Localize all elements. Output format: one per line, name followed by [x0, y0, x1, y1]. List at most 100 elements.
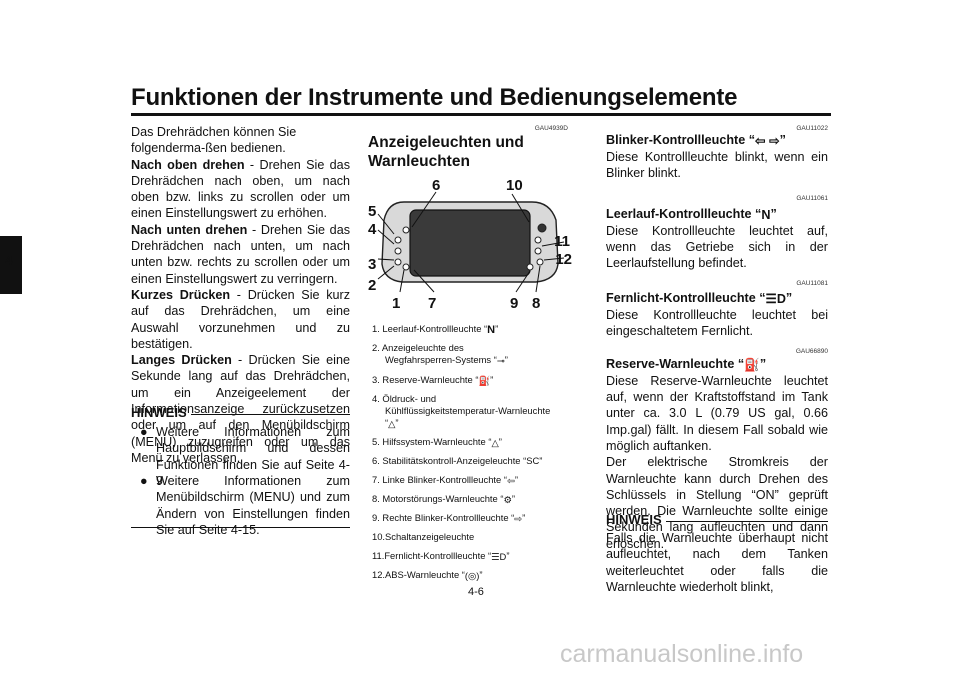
lamp [402, 263, 410, 271]
key-icon: ⊸ [496, 354, 505, 366]
lamp [402, 226, 410, 234]
section-body: Der elektrische Stromkreis der Warnleuch… [606, 455, 828, 551]
item-term: Langes Drücken [131, 353, 232, 368]
cluster-screen [409, 209, 531, 277]
turn-signal-icon: ⇦ ⇨ [755, 133, 780, 148]
section-body: Diese Reserve-Warnleuchte leuchtet auf, … [606, 373, 828, 453]
lamp [394, 247, 402, 255]
section-title: Anzeigeleuchten und Warnleuchten [368, 133, 524, 171]
code-label: GAU11081 [796, 280, 828, 287]
legend-item-10: 10.Schaltanzeigeleuchte [372, 531, 475, 542]
callout-12: 12 [555, 251, 572, 268]
lamp [526, 263, 534, 271]
watermark-url: carmanualsonline.info [560, 640, 804, 668]
fuel-pump-icon: ⛽ [744, 357, 760, 372]
legend-item-12: 12.ABS-Warnleuchte “(◎)” [372, 569, 483, 581]
neutral-icon: N [487, 323, 496, 336]
page-number: 4-6 [468, 586, 484, 598]
lamp [537, 223, 547, 233]
item-down: Nach unten drehen - Drehen Sie das Drehr… [131, 222, 350, 287]
section-heading: Reserve-Warnleuchte “ [606, 357, 745, 371]
section-heading: Leerlauf-Kontrollleuchte “ [606, 207, 762, 221]
title-rule [131, 113, 831, 116]
hinweis-bullet-1: Weitere Informationen zum Hauptbildschir… [156, 425, 350, 488]
chapter-number: 4 [5, 252, 13, 268]
section-body: Diese Kontrollleuchte leuchtet bei einge… [606, 307, 828, 339]
callout-8: 8 [532, 295, 540, 312]
bullet-icon: ● [140, 425, 148, 439]
hinweis-rule-left [191, 414, 350, 415]
hinweis-text-right: Falls die Warnleuchte überhaupt nicht au… [606, 531, 828, 594]
warning-triangle-icon: △ [388, 417, 396, 429]
item-term: Kurzes Drücken [131, 287, 231, 302]
legend-item-2b: Wegfahrsperren-Systems “⊸” [385, 354, 508, 366]
warning-triangle-icon: △ [491, 436, 499, 448]
fuel-pump-icon: ⛽ [478, 374, 491, 386]
code-label: GAU4939D [534, 125, 568, 132]
item-text: - Drücken Sie eine Sekunde lang auf das … [131, 353, 350, 465]
section-heading: Fernlicht-Kontrollleuchte “ [606, 291, 766, 305]
lamp [394, 236, 402, 244]
section-high-beam: Fernlicht-Kontrollleuchte “☰D” Diese Kon… [606, 291, 828, 339]
legend-item-7: 7. Linke Blinker-Kontrollleuchte “⇦” [372, 474, 518, 486]
section-body: Diese Kontrollleuchte blinkt, wenn ein B… [606, 149, 828, 181]
section-reserve: Reserve-Warnleuchte “⛽” Diese Reserve-Wa… [606, 357, 828, 551]
left-column: Das Drehrädchen können Sie folgenderma-ß… [131, 124, 350, 466]
section-title-line: Anzeigeleuchten und [368, 134, 524, 151]
code-label: GAU11061 [796, 195, 828, 202]
arrow-right-icon: ⇨ [514, 512, 523, 524]
lamp [536, 258, 544, 266]
legend-item-4b: Kühlflüssigkeitstemperatur-Warnleuchte [385, 405, 551, 416]
legend-item-5: 5. Hilfssystem-Warnleuchte “△” [372, 436, 502, 448]
legend-item-4: 4. Öldruck- und [372, 393, 437, 404]
hinweis-title-left: HINWEIS [131, 405, 187, 420]
callout-2: 2 [368, 277, 376, 294]
item-text: - Drehen Sie das Drehrädchen nach unten,… [131, 222, 350, 286]
item-long: Langes Drücken - Drücken Sie eine Sekund… [131, 352, 350, 466]
chapter-tab [0, 236, 22, 294]
callout-7: 7 [428, 295, 436, 312]
item-short: Kurzes Drücken - Drücken Sie kurz auf da… [131, 287, 350, 352]
section-blinker: Blinker-Kontrollleuchte “⇦ ⇨” Diese Kont… [606, 133, 828, 181]
code-label: GAU66890 [795, 348, 828, 355]
callout-11: 11 [554, 233, 570, 250]
diagram-legend: 1. Leerlauf-Kontrollleuchte “N” 2. Anzei… [372, 323, 582, 588]
callout-5: 5 [368, 203, 376, 220]
section-heading: Blinker-Kontrollleuchte “ [606, 133, 756, 147]
legend-item-1: 1. Leerlauf-Kontrollleuchte “N” [372, 323, 499, 336]
item-term: Nach unten drehen [131, 222, 248, 237]
code-label: GAU11022 [796, 125, 828, 132]
leader-lines [377, 191, 565, 293]
item-text: - Drücken Sie kurz auf das Drehrädchen, … [131, 287, 350, 351]
legend-item-3: 3. Reserve-Warnleuchte “⛽” [372, 374, 494, 386]
hinweis-rule-right [666, 521, 828, 522]
legend-item-4c: “△” [385, 417, 399, 429]
legend-item-6: 6. Stabilitätskontroll-Anzeigeleuchte “S… [372, 455, 543, 466]
callout-9: 9 [510, 295, 518, 312]
hinweis-title-right: HINWEIS [606, 512, 662, 527]
page-title: Funktionen der Instrumente und Bedienung… [131, 84, 738, 111]
lamp [534, 236, 542, 244]
bullet-icon: ● [140, 474, 148, 488]
legend-item-2: 2. Anzeigeleuchte des [372, 342, 464, 353]
item-text: - Drehen Sie das Drehrädchen nach oben, … [131, 157, 350, 221]
lamp [534, 247, 542, 255]
arrow-left-icon: ⇦ [506, 474, 515, 486]
legend-item-9: 9. Rechte Blinker-Kontrollleuchte “⇨” [372, 512, 526, 524]
legend-item-11: 11.Fernlicht-Kontrollleuchte “☰D” [372, 550, 510, 562]
callout-6: 6 [432, 177, 440, 194]
section-body: Diese Kontrollleuchte leuchtet auf, wenn… [606, 223, 828, 271]
intro-text: Das Drehrädchen können Sie folgenderma-ß… [131, 125, 297, 156]
high-beam-icon: ☰D [491, 550, 507, 562]
item-term: Nach oben drehen [131, 157, 245, 172]
high-beam-icon: ☰D [765, 291, 786, 306]
hinweis-bullet-2: Weitere Informationen zum Menübildschirm… [156, 474, 350, 537]
section-neutral: Leerlauf-Kontrollleuchte “N” Diese Kontr… [606, 207, 828, 271]
callout-4: 4 [368, 221, 377, 238]
callout-1: 1 [392, 295, 400, 312]
legend-item-8: 8. Motorstörungs-Warnleuchte “⚙” [372, 493, 516, 505]
engine-icon: ⚙ [503, 493, 512, 505]
neutral-icon: N [761, 207, 771, 222]
abs-icon: (◎) [464, 569, 480, 581]
lamp [394, 258, 402, 266]
